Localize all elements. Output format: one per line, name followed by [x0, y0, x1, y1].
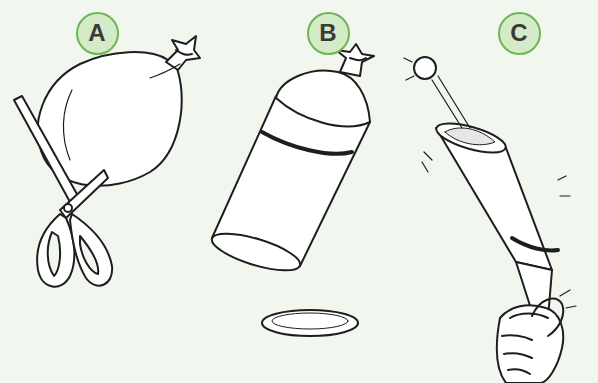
balloon-piece: [262, 310, 358, 336]
step-letter: B: [319, 21, 336, 45]
ball-launcher: [404, 57, 576, 383]
balloon-cut: [14, 36, 200, 287]
step-letter: C: [510, 21, 527, 45]
cup-with-balloon: [208, 44, 374, 336]
step-circle: A: [76, 12, 119, 55]
step-letter: A: [88, 21, 105, 45]
step-circle: C: [498, 12, 541, 55]
step-circle: B: [307, 12, 350, 55]
